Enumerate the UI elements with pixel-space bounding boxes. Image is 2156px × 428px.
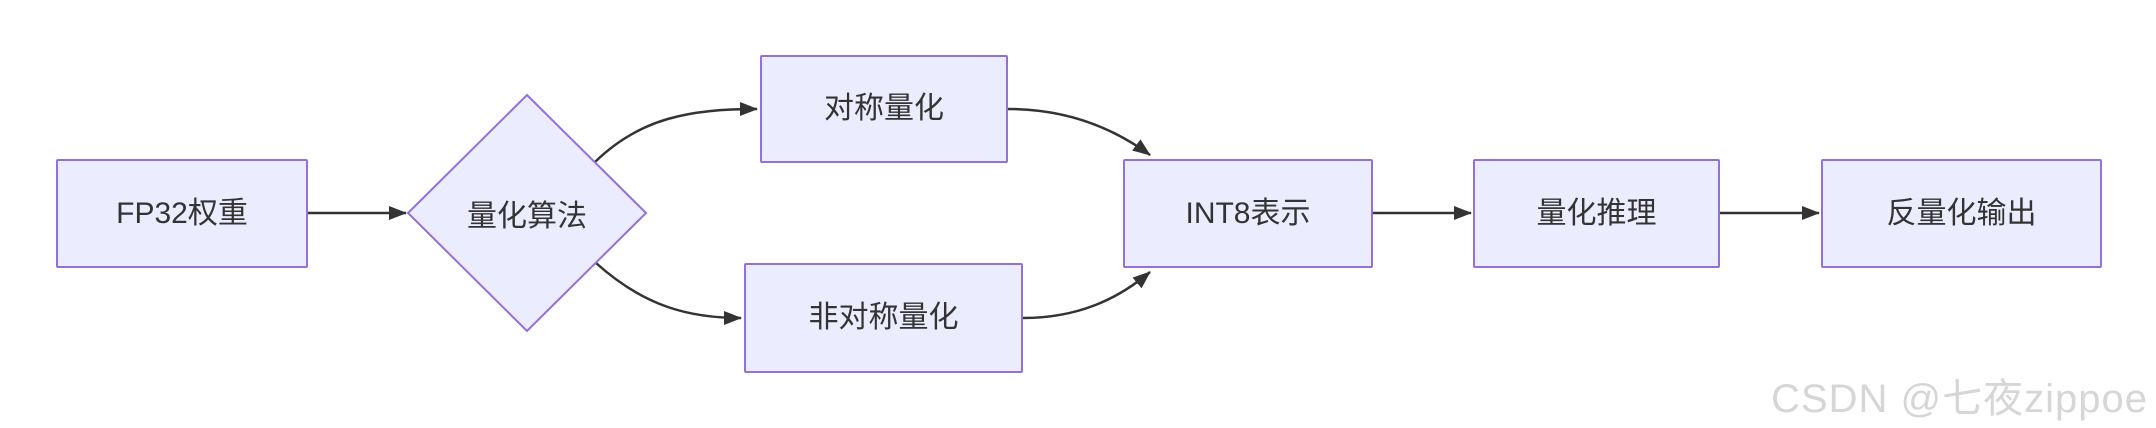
node-fp32-weights-label: FP32权重: [116, 196, 248, 230]
edge-algo-to-asym: [595, 262, 742, 325]
edge-asym-to-int8: [1022, 271, 1151, 320]
edge-sym-to-int8: [1007, 107, 1151, 157]
edge-algo-to-sym: [594, 102, 758, 163]
node-dequantized-output-label: 反量化输出: [1886, 196, 2037, 230]
node-dequantized-output: 反量化输出: [1821, 159, 2102, 268]
node-symmetric-quantization-label: 对称量化: [824, 92, 944, 125]
node-quantization-algorithm: 量化算法: [408, 95, 646, 331]
node-int8-representation-label: INT8表示: [1185, 196, 1311, 230]
node-quantization-algorithm-shape: [406, 93, 648, 333]
node-symmetric-quantization: 对称量化: [760, 55, 1008, 163]
node-asymmetric-quantization-label: 非对称量化: [808, 301, 959, 334]
node-int8-representation: INT8表示: [1123, 159, 1373, 268]
csdn-watermark: CSDN @七夜zippoe: [1771, 377, 2148, 421]
node-fp32-weights: FP32权重: [56, 159, 308, 268]
node-quantized-inference-label: 量化推理: [1536, 196, 1657, 230]
node-asymmetric-quantization: 非对称量化: [744, 263, 1023, 373]
node-quantization-algorithm-label: 量化算法: [467, 200, 587, 233]
node-quantized-inference: 量化推理: [1473, 159, 1720, 268]
